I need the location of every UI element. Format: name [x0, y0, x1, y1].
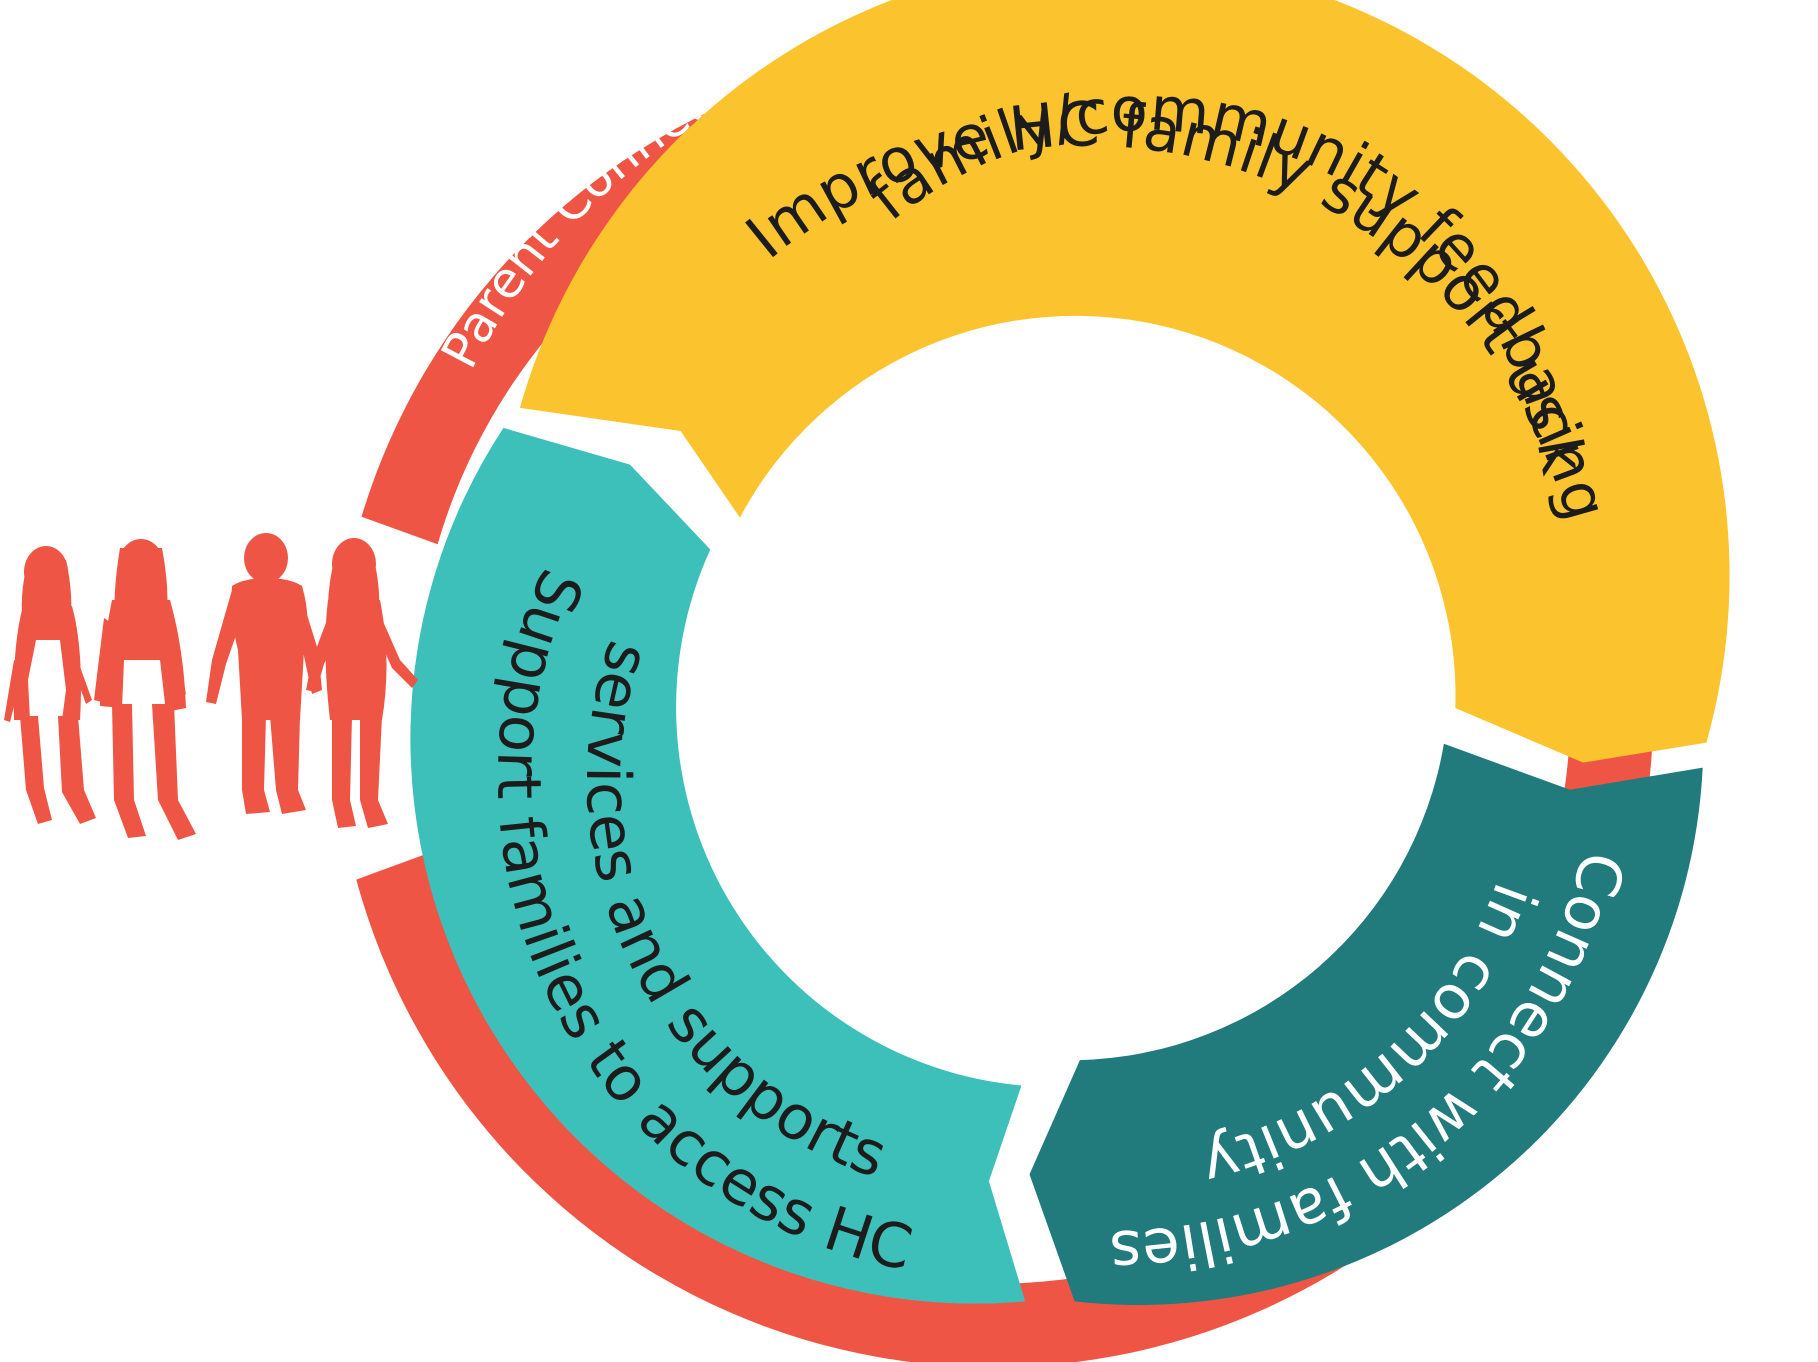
segment-support: [410, 427, 1026, 1304]
person-silhouette-4-icon: [306, 538, 418, 828]
person-silhouette-3-icon: [206, 533, 322, 814]
person-silhouette-2-icon: [94, 539, 196, 840]
person-silhouette-1-icon: [4, 546, 96, 824]
segment-improve: [519, 0, 1730, 763]
group-of-four-people-silhouette-icon: [4, 533, 418, 840]
segment-connect: [1029, 743, 1703, 1306]
